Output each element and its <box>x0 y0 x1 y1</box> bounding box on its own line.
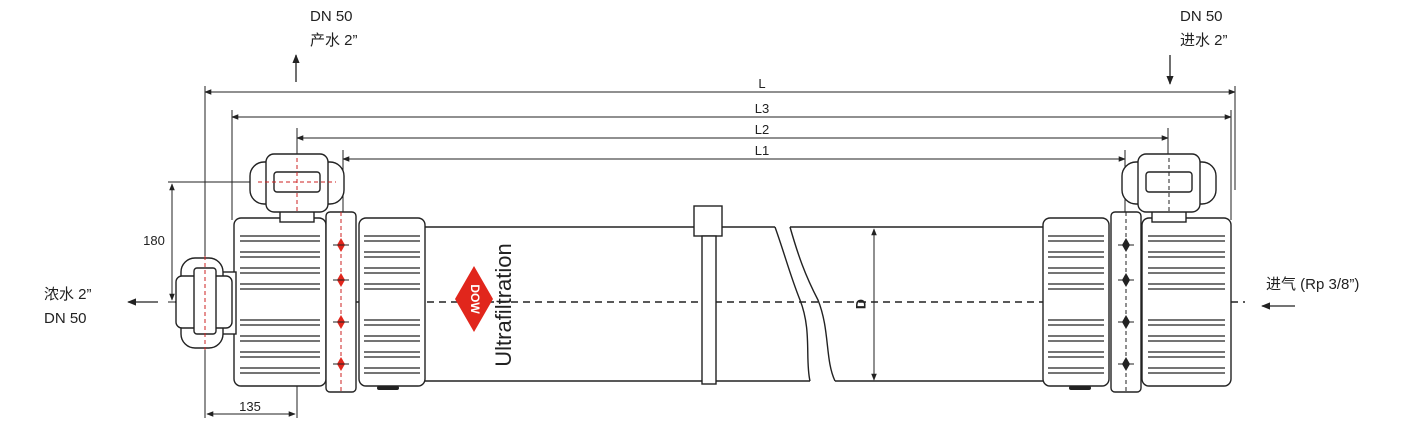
product-dn-label: DN 50 <box>310 8 353 25</box>
feed-name-label: 进水 2” <box>1180 32 1228 49</box>
ultrafiltration-label: Ultrafiltration <box>491 243 516 366</box>
vessel-feet <box>377 386 1091 390</box>
product-port-coupling <box>249 153 345 223</box>
dow-logo: DOW <box>455 266 493 332</box>
dim-label-135: 135 <box>239 399 261 414</box>
clamp-bolts <box>333 238 1134 371</box>
support-bracket <box>693 205 723 385</box>
dim-label-180: 180 <box>143 233 165 248</box>
feed-dn-label: DN 50 <box>1180 8 1223 25</box>
dim-label-L3: L3 <box>755 101 769 116</box>
air-inlet-label: 进气 (Rp 3/8”) <box>1266 276 1360 293</box>
concentrate-name-label: 浓水 2” <box>44 286 92 303</box>
dow-logo-text: DOW <box>468 284 482 314</box>
dim-label-L1: L1 <box>755 143 769 158</box>
dim-label-D: D <box>853 299 869 309</box>
left-clamp <box>325 211 357 393</box>
concentrate-port-coupling <box>175 256 237 350</box>
dim-label-L2: L2 <box>755 122 769 137</box>
feed-port-coupling <box>1121 153 1217 223</box>
left-end-cap <box>233 217 426 387</box>
vessel-body <box>425 226 1043 382</box>
concentrate-dn-label: DN 50 <box>44 310 87 327</box>
product-name-label: 产水 2” <box>310 32 358 49</box>
dim-label-L: L <box>758 76 765 91</box>
right-end-cap <box>1042 217 1232 387</box>
